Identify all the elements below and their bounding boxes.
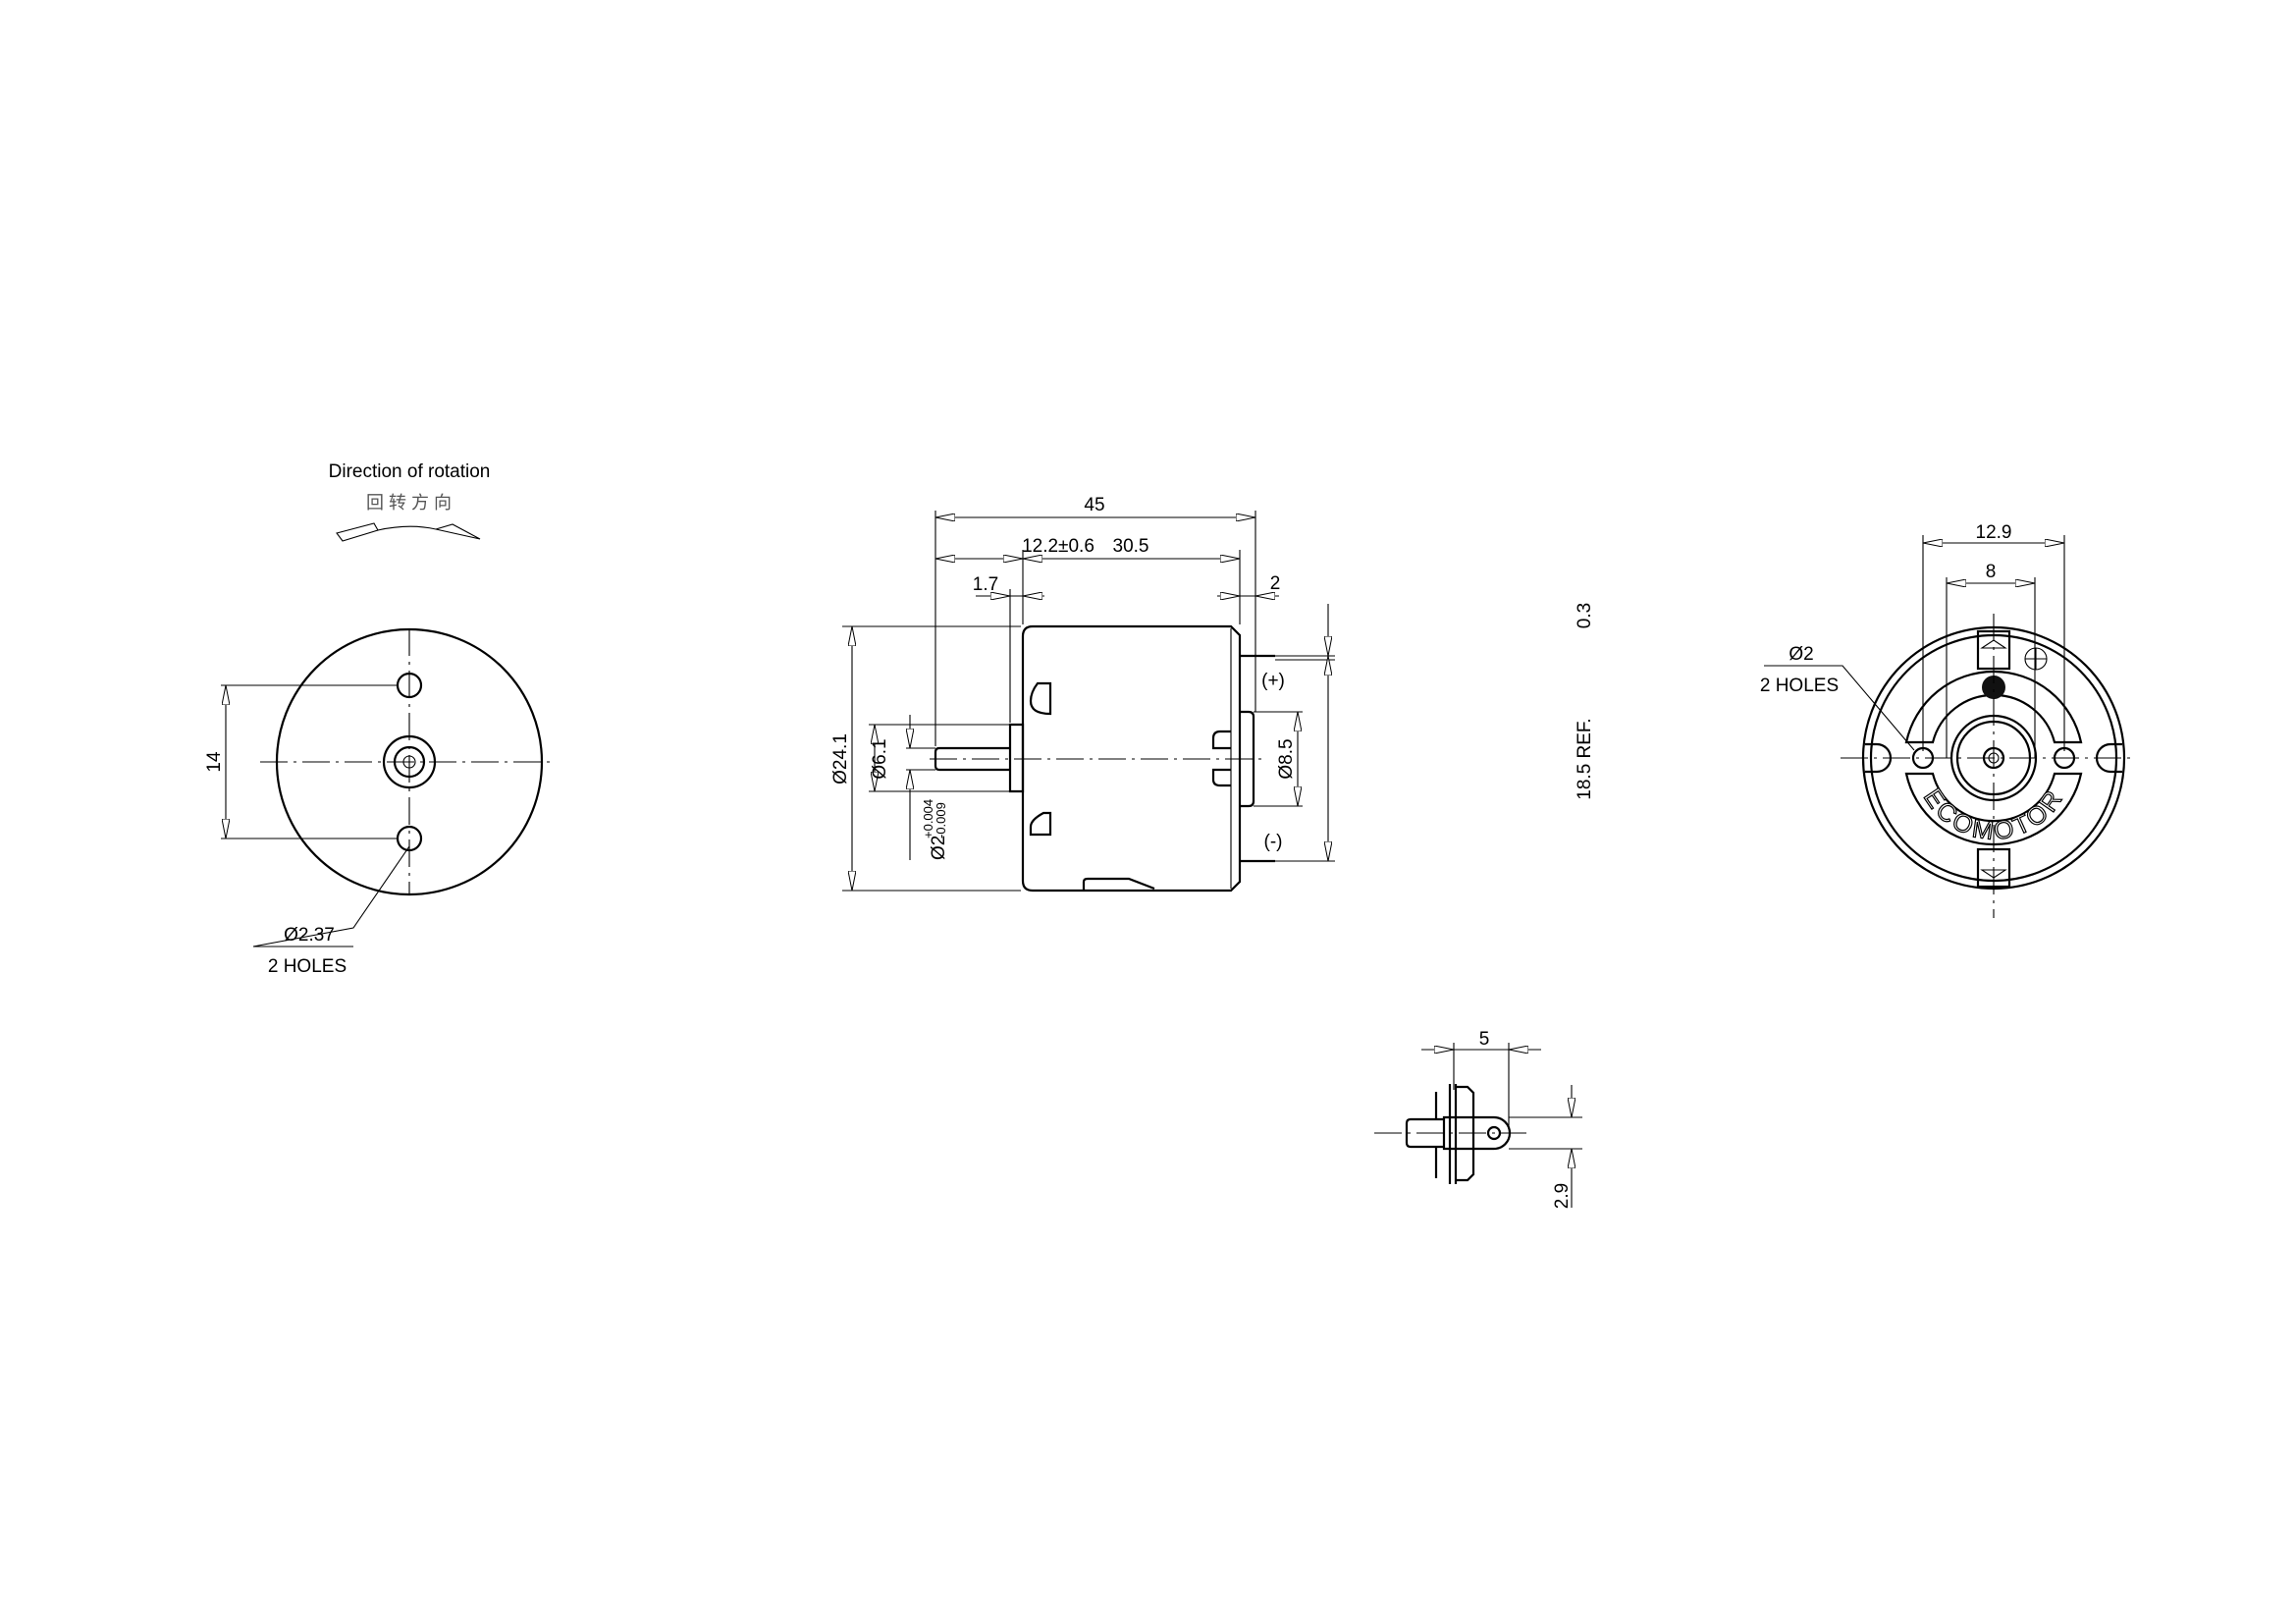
- positive-terminal-label: (+): [1261, 671, 1285, 691]
- front-hole-dia-label: Ø2.37: [284, 925, 335, 946]
- shaft-length-label: 12.2±0.6: [1022, 536, 1095, 557]
- shaft-dia-label: Ø2: [929, 836, 949, 860]
- tab-length-label: 5: [1479, 1029, 1490, 1050]
- rear-length-label: 2: [1270, 573, 1281, 594]
- body-dia-label: Ø24.1: [830, 733, 851, 784]
- rear-hole-count-label: 2 HOLES: [1760, 676, 1839, 696]
- rotation-arrow-icon: [336, 522, 481, 542]
- tab-width-label: 2.9: [1552, 1183, 1573, 1209]
- terminal-detail: 5 2.9: [1374, 1029, 1582, 1209]
- inner-spacing-label: 8: [1986, 562, 1997, 582]
- rear-view: ECOMOTOR 12.9 8 Ø2 2 HOLES: [1760, 522, 2130, 918]
- bushing-length-label: 1.7: [973, 574, 998, 595]
- overall-length-label: 45: [1084, 495, 1104, 515]
- front-hole-count-label: 2 HOLES: [268, 956, 347, 977]
- bushing-dia-label: Ø6.1: [870, 738, 890, 779]
- rotation-indicator: Direction of rotation 回转方向: [329, 461, 491, 542]
- rear-hub-dia-label: Ø8.5: [1276, 738, 1297, 779]
- rotation-label-cn: 回转方向: [366, 493, 456, 513]
- rotation-label-en: Direction of rotation: [329, 461, 491, 482]
- negative-terminal-label: (-): [1264, 832, 1283, 852]
- rear-hole-dia-label: Ø2: [1789, 644, 1813, 665]
- front-view: 14 Ø2.37 2 HOLES: [204, 627, 556, 977]
- hole-spacing-label: 14: [204, 751, 225, 773]
- shaft-tol-upper: +0.004: [921, 799, 935, 839]
- shaft-tol-lower: -0.009: [934, 802, 948, 839]
- side-view: 45 12.2±0.6 30.5 1.7 2 Ø24.1 Ø6.1 Ø2 +0.…: [830, 495, 1595, 893]
- terminal-thickness-label: 0.3: [1575, 603, 1595, 628]
- marker-dot-icon: [1982, 676, 2005, 699]
- outer-spacing-label: 12.9: [1976, 522, 2012, 543]
- terminal-spacing-label: 18.5 REF.: [1575, 718, 1595, 799]
- body-length-label: 30.5: [1113, 536, 1149, 557]
